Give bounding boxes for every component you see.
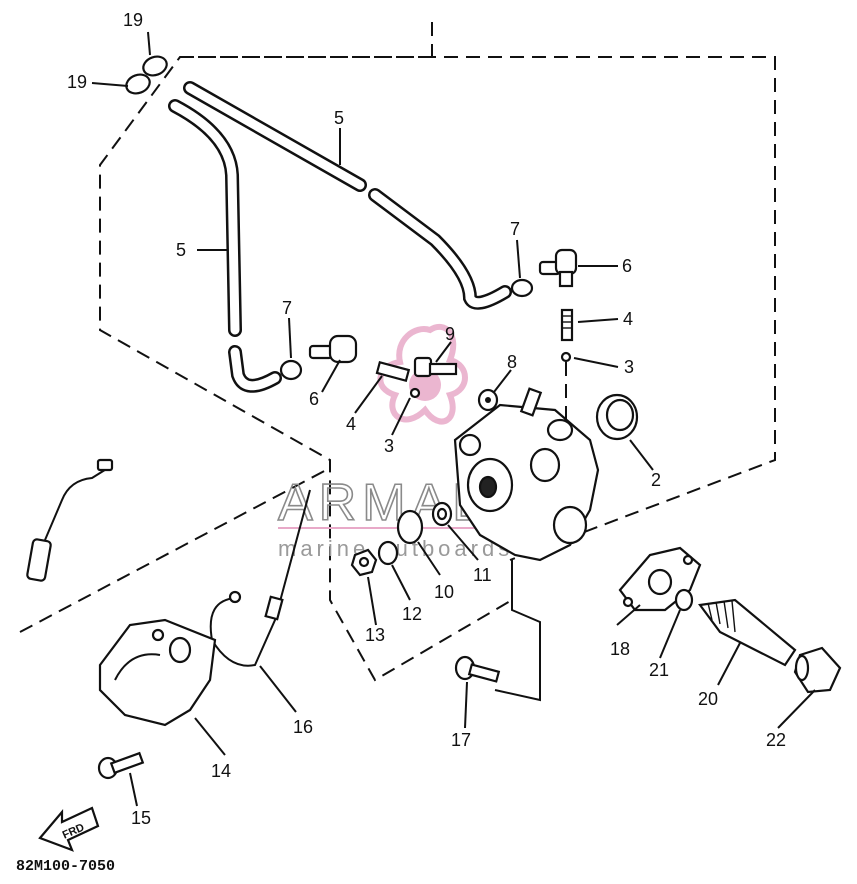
nut-13 <box>350 548 378 577</box>
clip-19-upper <box>142 55 168 77</box>
oil-seal-2 <box>595 393 639 441</box>
callout-2: 2 <box>651 470 661 490</box>
callout-17: 17 <box>451 730 471 750</box>
callout-7-right: 7 <box>510 219 520 239</box>
cap-22 <box>793 646 842 694</box>
forward-arrow-icon: FRD <box>38 806 100 852</box>
washer-8 <box>477 388 499 412</box>
callout-3-left: 3 <box>384 436 394 456</box>
callout-3-right: 3 <box>624 357 634 377</box>
hose-5-upper <box>183 81 512 310</box>
shaft-20 <box>698 598 797 667</box>
callout-4-right: 4 <box>623 309 633 329</box>
callout-21: 21 <box>649 660 669 680</box>
callout-20: 20 <box>698 689 718 709</box>
callout-11: 11 <box>473 565 492 585</box>
callout-5-left: 5 <box>176 240 186 260</box>
callout-18: 18 <box>610 639 630 659</box>
callout-14: 14 <box>211 761 231 781</box>
clamp-7-right <box>510 278 534 298</box>
callout-12: 12 <box>402 604 422 624</box>
callout-10: 10 <box>434 582 454 602</box>
clip-19-lower <box>125 73 151 95</box>
bolt-17 <box>454 655 501 683</box>
sensor-lead <box>26 458 114 582</box>
callout-8: 8 <box>507 352 517 372</box>
o-ring-3-right <box>560 351 572 420</box>
cover-14 <box>98 618 217 727</box>
callout-6-right: 6 <box>622 256 632 276</box>
callout-4-left: 4 <box>346 414 356 434</box>
callout-19-upper: 19 <box>123 10 143 30</box>
callout-13: 13 <box>365 625 385 645</box>
callout-16: 16 <box>293 717 313 737</box>
callout-7-left: 7 <box>282 298 292 318</box>
hose-5-left <box>168 99 282 393</box>
elbow-fitting-6-left <box>308 334 358 364</box>
washer-12 <box>377 540 399 566</box>
screw-9 <box>413 356 458 378</box>
leader-lines <box>91 31 816 807</box>
plate-10 <box>396 509 424 545</box>
pump-body <box>453 387 600 562</box>
elbow-fitting-6-right <box>538 248 578 288</box>
callout-labels: 19 19 5 5 7 7 6 6 4 4 3 3 9 8 2 10 11 12… <box>67 10 786 828</box>
stud-4-right <box>560 308 574 342</box>
clamp-7-left <box>279 359 303 381</box>
callout-9: 9 <box>445 324 455 344</box>
callout-15: 15 <box>131 808 151 828</box>
callout-19-lower: 19 <box>67 72 87 92</box>
washer-11 <box>431 501 453 527</box>
washer-21 <box>674 588 694 612</box>
callout-6-left: 6 <box>309 389 319 409</box>
stud-4-left <box>375 360 411 383</box>
o-ring-3-left <box>409 387 421 399</box>
callout-5-upper: 5 <box>334 108 344 128</box>
callout-22: 22 <box>766 730 786 750</box>
bolt-15 <box>97 751 145 780</box>
assembly-boundary <box>19 22 776 702</box>
diagram-code: 82M100-7050 <box>16 858 115 875</box>
